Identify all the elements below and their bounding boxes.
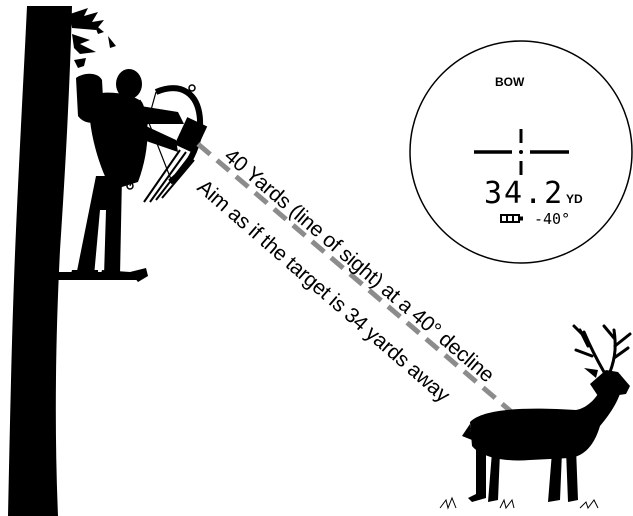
deer-silhouette: [439, 324, 632, 510]
angle-readout: -40°: [534, 210, 570, 228]
rangefinder-display: BOW 34.2 YD -40°: [409, 40, 633, 264]
compound-bow: [126, 84, 208, 203]
tree-silhouette: [8, 6, 116, 516]
distance-readout: 34.2: [484, 176, 564, 211]
distance-unit: YD: [566, 192, 583, 206]
aim-distance-label: Aim as if the target is 34 yards away: [193, 175, 455, 407]
crosshair-icon: [474, 129, 569, 175]
mode-indicator: BOW: [495, 75, 525, 89]
bowhunter-silhouette: [70, 69, 184, 278]
battery-icon: [500, 214, 523, 223]
